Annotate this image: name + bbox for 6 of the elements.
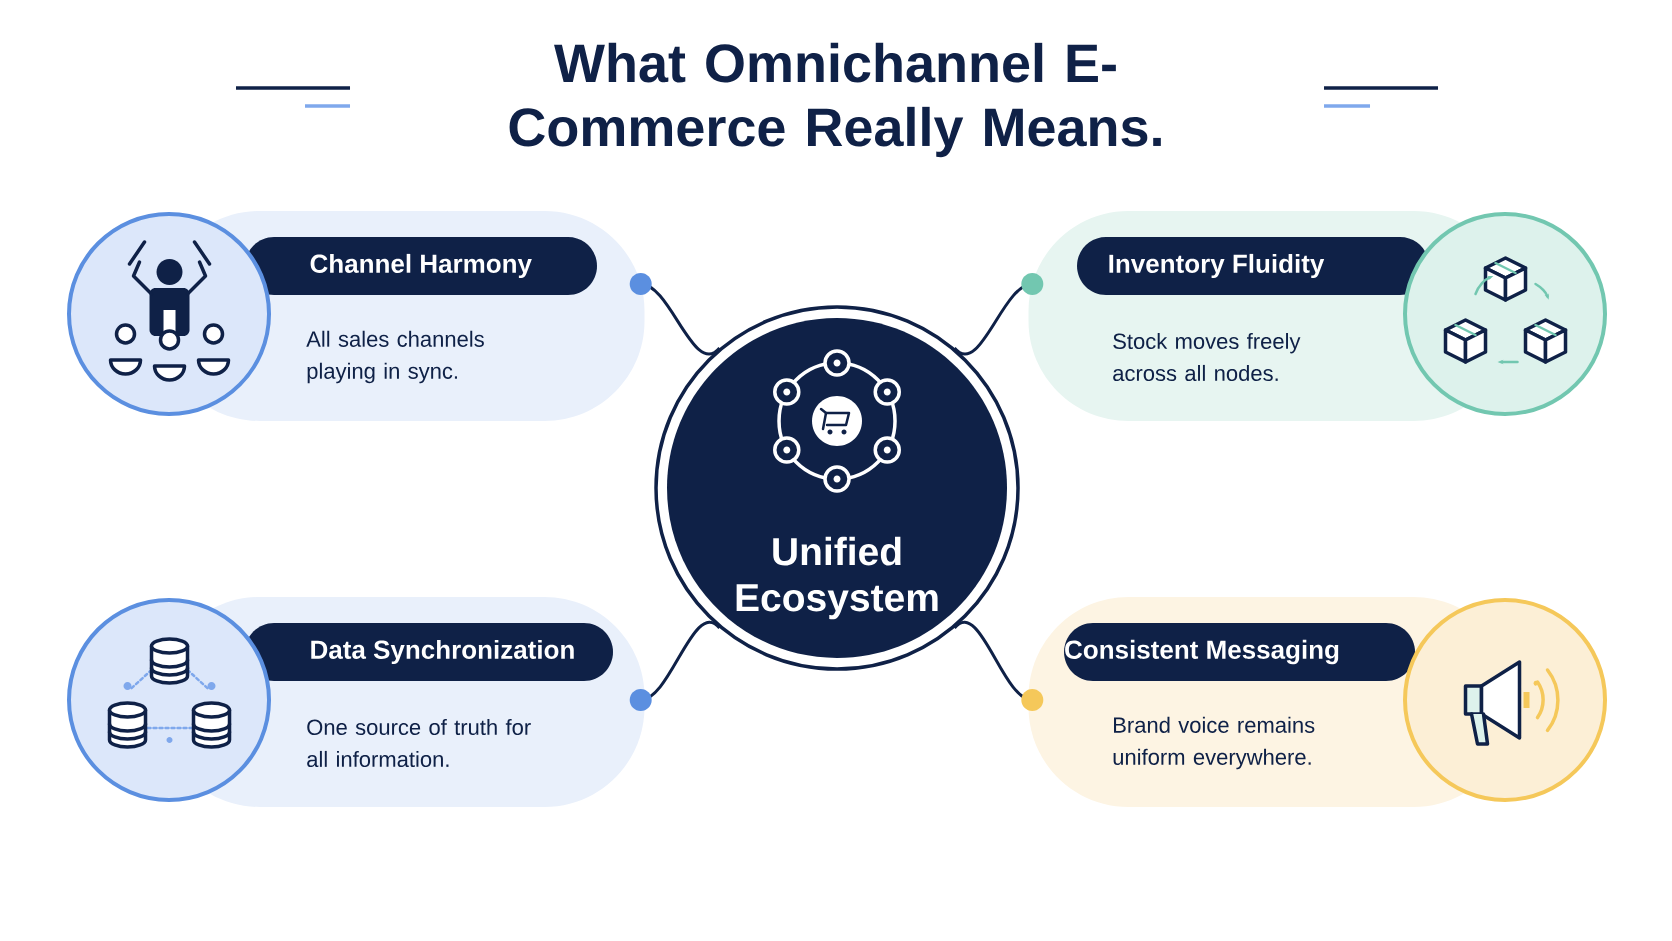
info-card: Channel Harmony All sales channels playing in sync.	[67, 211, 645, 421]
info-card: Inventory Fluidity Stock moves freely across all nodes.	[1028, 211, 1607, 421]
info-card: Consistent Messaging Brand voice remains uniform everywhere.	[1028, 597, 1607, 807]
title: What Omnichannel E-Commerce Really Means.	[509, 42, 1161, 158]
connector	[953, 621, 1044, 711]
info-card: Data Synchronization One source of truth for all information.	[67, 597, 645, 807]
